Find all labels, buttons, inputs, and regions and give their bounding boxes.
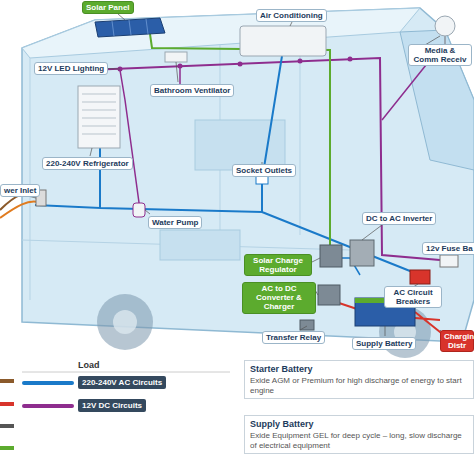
legend-entry: 12V DC Circuits (0, 399, 240, 415)
label-text: Supply Battery (356, 339, 412, 348)
callout-label: 220-240V Refrigerator (42, 157, 133, 170)
label-text: Chargin Distr (444, 332, 470, 350)
callout-label: Air Conditioning (256, 9, 327, 22)
legend-text: 220-240V AC Circuits (78, 376, 166, 389)
legend-text: 12V DC Circuits (78, 399, 146, 412)
ventilator-symbol (165, 52, 187, 62)
callout-label: Bathroom Ventilator (150, 84, 234, 97)
water-pump-symbol (133, 203, 145, 217)
label-text: 12V LED Lighting (38, 64, 104, 73)
box-body: Exide Equipment GEL for deep cycle – lon… (250, 431, 468, 449)
label-text: Air Conditioning (260, 11, 323, 20)
callout-label: Chargin Distr (440, 330, 474, 352)
label-text: wer Inlet (4, 186, 36, 195)
callout-label: Solar Panel (82, 1, 134, 14)
legend-rule (22, 372, 230, 373)
rv-roof (22, 8, 420, 58)
callout-label: Socket Outlets (232, 164, 296, 177)
legend-heading: Load (78, 360, 100, 370)
callout-label: wer Inlet (0, 184, 40, 197)
rv-body (22, 8, 474, 342)
label-text: DC to AC Inverter (366, 214, 432, 223)
box-body: Exide AGM or Premium for high discharge … (250, 376, 468, 394)
refrigerator-symbol (78, 86, 120, 148)
label-text: Solar Panel (86, 3, 130, 12)
air-conditioner-symbol (240, 26, 326, 56)
inverter-symbol (350, 240, 374, 266)
legend-swatch (22, 381, 74, 385)
callout-label: Solar Charge Regulator (244, 254, 312, 276)
breaker-symbol (410, 270, 430, 284)
legend-sample (0, 402, 14, 406)
rv-interior-lines (22, 40, 350, 300)
refrigerator-grille (82, 94, 116, 134)
label-text: AC to DC Converter & Charger (246, 284, 312, 312)
callout-label: DC to AC Inverter (362, 212, 436, 225)
label-text: Bathroom Ventilator (154, 86, 230, 95)
wheel-hub (113, 310, 137, 334)
satellite-dish (435, 16, 455, 36)
ac-wire (35, 56, 420, 275)
rv-seat (160, 230, 240, 260)
solar-panel-grid (112, 19, 148, 36)
callout-label: 12v Fuse Ba (422, 242, 474, 255)
callout-label: Media & Comm Receiv (408, 44, 472, 66)
dc-wire (120, 60, 430, 210)
solar-wire (150, 34, 330, 255)
regulator-symbol (320, 245, 342, 267)
callout-label: AC to DC Converter & Charger (242, 282, 316, 314)
legend-sample (0, 446, 14, 450)
dc-wire (40, 58, 440, 260)
box-heading: Supply Battery (250, 419, 468, 429)
legend-entry: 220-240V AC Circuits (0, 376, 240, 392)
label-text: Socket Outlets (236, 166, 292, 175)
wheel (97, 294, 153, 350)
rv-table (195, 120, 285, 170)
socket-symbol (256, 176, 268, 184)
charger-symbol (318, 285, 340, 305)
label-text: 220-240V Refrigerator (46, 159, 129, 168)
label-text: 12v Fuse Ba (426, 244, 473, 253)
rv-windshield (400, 30, 474, 170)
callout-label: AC Circuit Breakers (384, 286, 442, 308)
info-box: Supply BatteryExide Equipment GEL for de… (244, 415, 474, 454)
solar-panel-symbol (95, 18, 165, 37)
fuse-box-symbol (440, 255, 458, 267)
label-text: Water Pump (152, 218, 198, 227)
callout-label: Transfer Relay (262, 331, 325, 344)
label-text: Media & Comm Receiv (412, 46, 468, 64)
legend-swatch (22, 404, 74, 408)
legend-sample (0, 424, 14, 428)
label-text: AC Circuit Breakers (388, 288, 438, 306)
label-text: Solar Charge Regulator (248, 256, 308, 274)
callout-label: Water Pump (148, 216, 202, 229)
label-text: Transfer Relay (266, 333, 321, 342)
shore-cable (0, 202, 38, 218)
callout-label: 12V LED Lighting (34, 62, 108, 75)
leader-line (20, 14, 450, 340)
box-heading: Starter Battery (250, 364, 468, 374)
info-box: Starter BatteryExide AGM or Premium for … (244, 360, 474, 399)
legend-sample (0, 379, 14, 383)
callout-label: Supply Battery (352, 337, 416, 350)
